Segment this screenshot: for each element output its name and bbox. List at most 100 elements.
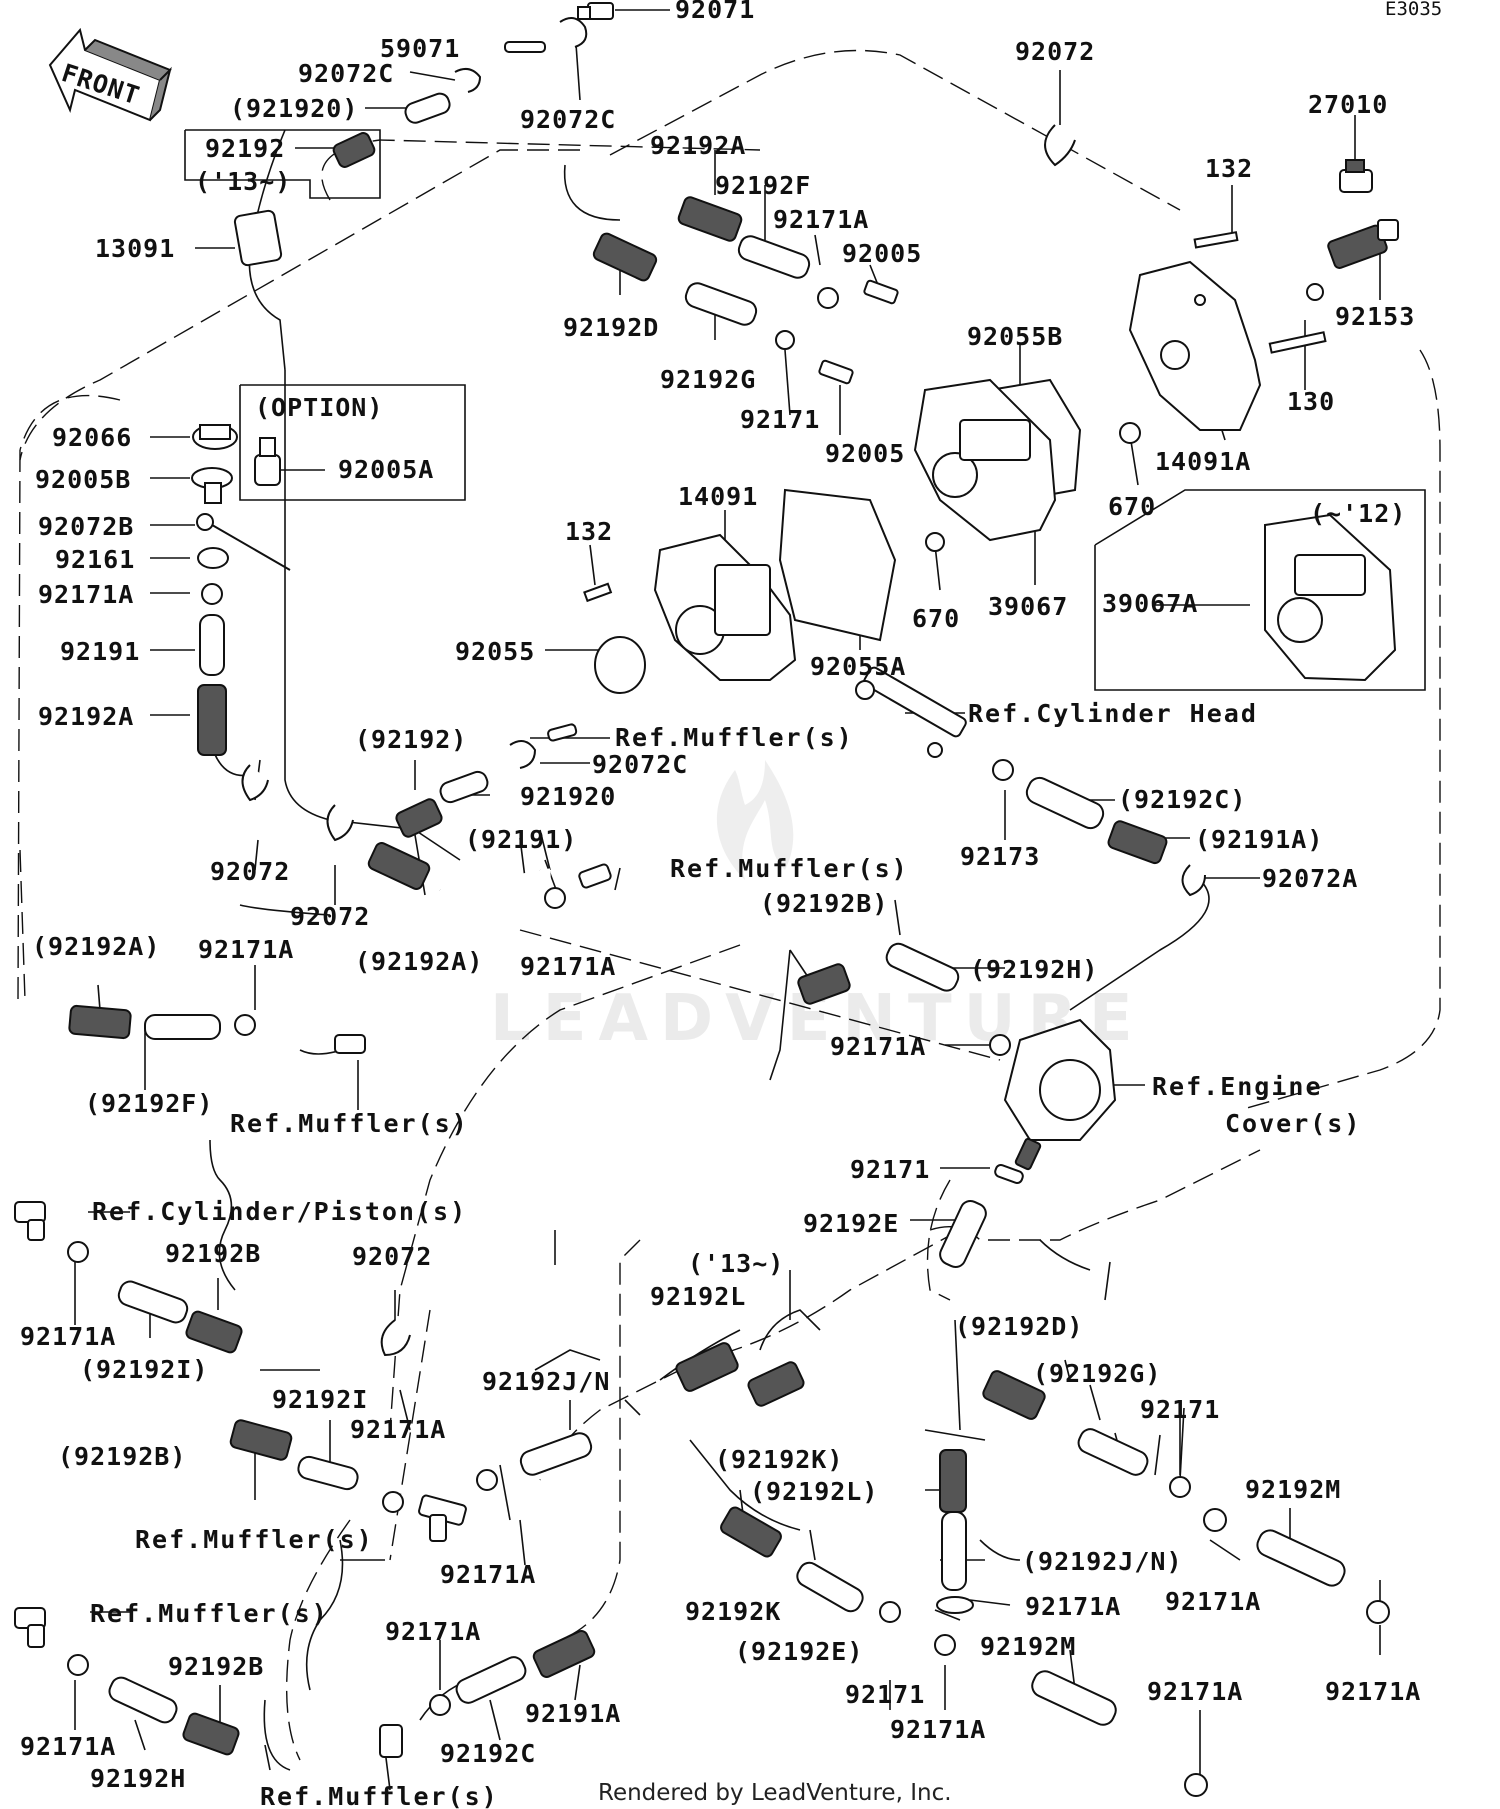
fitting-muffler-bottom-part [379,1724,403,1758]
hose-92192G-lower-part [1077,1428,1149,1476]
spring-92192B-part [797,963,851,1005]
clamp-92171A-cyl-part [67,1241,89,1263]
strap-92072B-part [196,513,291,571]
label-92171A-d: 92171A [198,935,294,964]
ref-engine-cover-a: Ref.Engine [1152,1072,1323,1101]
fitting-92153-part [1327,219,1399,269]
pin-59071-part [504,41,546,53]
ref-cylinder-head: Ref.Cylinder Head [968,699,1258,728]
spring-92191A-part [1107,820,1168,865]
ref-engine-cover-b: Cover(s) [1225,1109,1361,1138]
label-59071: 59071 [380,34,460,63]
label-92171-a: 92171 [740,405,820,434]
clip-92072C-part [454,17,588,93]
label-92192M-b: 92192M [980,1632,1076,1661]
label-921920-b: 921920 [520,782,616,811]
hose-92191-mid-part [435,868,551,916]
label-92192E-b: (92192E) [735,1637,863,1666]
label-92072C-a: 92072C [298,59,394,88]
label-92192M-a: 92192M [1245,1475,1341,1504]
spring-92192A-left-part [197,684,227,756]
plug-92005A-part [254,437,281,486]
fitting-92071-part [577,2,614,20]
bolt-132-part [1193,231,1239,249]
hose-92192JN-vert-part [941,1511,967,1591]
clamp-92171A-tee-part [382,1491,404,1513]
label-92171A-e: 92171A [830,1032,926,1061]
clamp-92171A-right-part [1203,1508,1227,1532]
spring-92192K-part [747,1361,805,1407]
label-92191-a: 92191 [60,637,140,666]
label-92192B-b: 92192B [165,1239,261,1268]
label-92192G-a: 92192G [660,365,756,394]
fitting-muffler-lower-part [14,1607,46,1648]
hose-92192E-lower-part [796,1561,864,1613]
label-92171-c: 92171 [1140,1395,1220,1424]
label-92171A-f: 92171A [20,1322,116,1351]
label-92192B-c: (92192B) [58,1442,186,1471]
front-arrow: FRONT [48,27,172,122]
clamp-92171A-left-part [201,583,223,605]
label-92171-b: 92171 [850,1155,930,1184]
label-92171A-l: 92171A [1147,1677,1243,1706]
label-92171A-n: 92171A [890,1715,986,1744]
hose-92192I-part [117,1280,189,1324]
label-92192B-a: (92192B) [760,889,888,918]
label-92173: 92173 [960,842,1040,871]
spring-92192A-part [677,196,743,242]
label-92192A-b: 92192A [38,702,134,731]
hose-92192C-part [1025,776,1105,830]
label-92072-c: 92072 [290,902,370,931]
label-92055A: 92055A [810,652,906,681]
engine-cover-part [1003,1018,1117,1171]
hose-921920-mid-part [439,770,489,804]
spring-92192B-left-part [185,1310,243,1354]
label-39067A: 39067A [1102,589,1198,618]
clamp-92171-cover-part [994,1163,1024,1185]
ref-muffler-a: Ref.Muffler(s) [615,723,854,752]
clip-92072A-part [1181,864,1206,897]
label-92072A: 92072A [1262,864,1358,893]
label-92192C-b: 92192C [440,1739,536,1768]
ref-muffler-c: Ref.Muffler(s) [230,1109,469,1138]
label-130: 130 [1287,387,1335,416]
ref-muffler-e: Ref.Muffler(s) [90,1599,329,1628]
hose-92192F-low-part [144,1014,221,1040]
cover-14091A-part [1128,260,1262,431]
cap-92066-part [192,424,238,450]
spring-92192D-part [592,232,658,282]
label-92192I-b: 92192I [272,1385,368,1414]
ref-muffler-b: Ref.Muffler(s) [670,854,909,883]
spring-92192K-lower-part [720,1506,782,1558]
label-92005B: 92005B [35,465,131,494]
spring-92192L-vert-part [939,1449,967,1513]
label-92192JN-a: 92192J/N [482,1367,610,1396]
label-92153: 92153 [1335,302,1415,331]
spring-92192B-left2-part [229,1419,293,1461]
label-92192A-d: (92192A) [32,932,160,961]
fitting-muffler-low-part [334,1034,366,1054]
footer-credit: Rendered by LeadVenture, Inc. [598,1780,952,1806]
label-92072-a: 92072 [1015,37,1095,66]
clamp-92171A-right2-part [1366,1600,1390,1624]
oring-92055-part [594,636,646,694]
clamp-92171-part [775,330,795,350]
label-92192C-a: (92192C) [1118,785,1246,814]
label-92171A-b: 92171A [38,580,134,609]
label-92192A-c: (92192A) [355,947,483,976]
clip-92072-left-part [380,1319,411,1357]
hose-92192JN-part [519,1432,593,1476]
cover-14091-part [653,533,797,681]
label-92192D-b: (92192D) [955,1312,1083,1341]
hose-92191-part [199,614,225,676]
label-92072-b: 92072 [210,857,290,886]
label-92192E-a: 92192E [803,1209,899,1238]
label-92071: 92071 [675,0,755,24]
hose-92192E-part [939,1199,987,1269]
clamp-92171A-part [817,287,839,309]
label-921920-a: (921920) [230,94,358,123]
part-labels: E3035 92071 59071 92072C 92072C (921920)… [20,0,1442,1809]
hose-92192F-part [737,235,811,279]
label-92192I-a: (92192I) [80,1355,208,1384]
label-92005A: 92005A [338,455,434,484]
